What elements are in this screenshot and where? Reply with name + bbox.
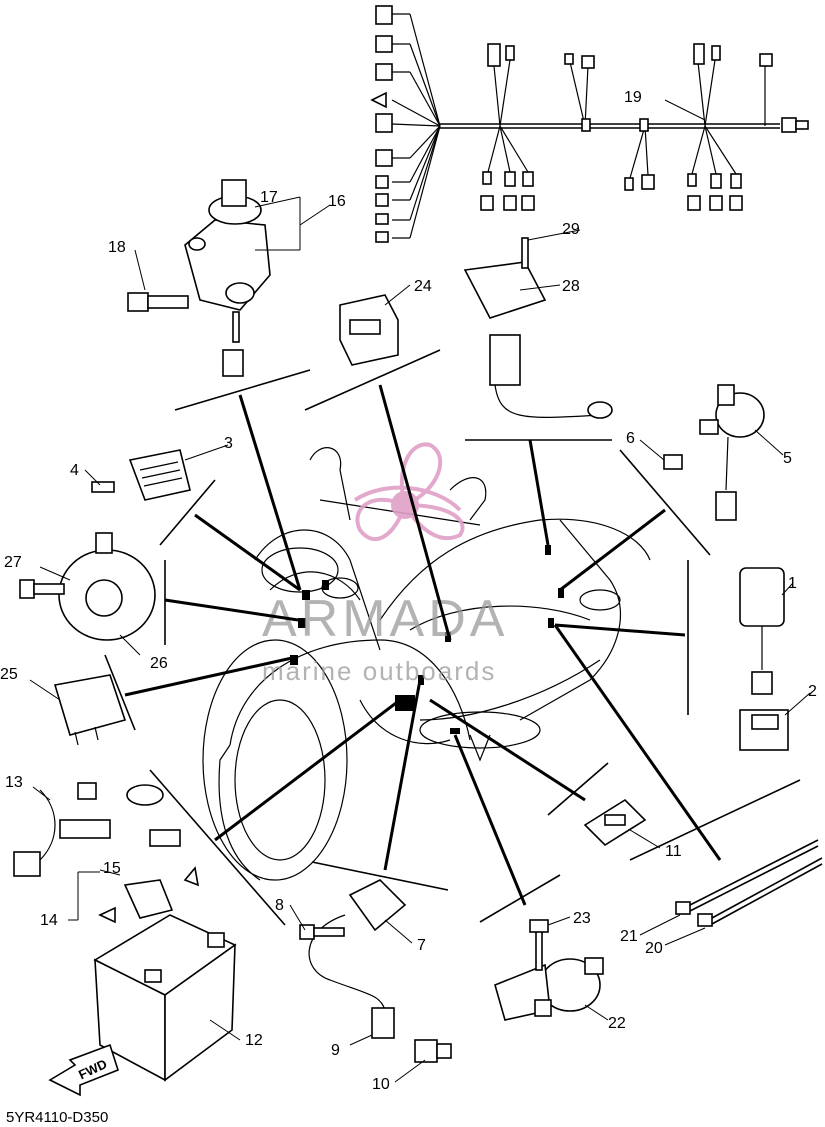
- starter-relay-5: [663, 384, 765, 521]
- callout-8: 8: [275, 897, 284, 914]
- diagram-code: 5YR4110-D350: [6, 1109, 108, 1126]
- callout-16: 16: [328, 193, 346, 210]
- callout-leads: [29, 99, 811, 1083]
- callout-11: 11: [665, 843, 682, 860]
- scooter-outline: [202, 447, 651, 881]
- watermark-brand: ARMADA: [262, 590, 508, 648]
- callout-27: 27: [4, 554, 22, 571]
- callout-2: 2: [808, 683, 817, 700]
- fwd-arrow: FWD: [48, 1043, 119, 1097]
- fuel-sender-28: [463, 237, 613, 419]
- callout-9: 9: [331, 1042, 340, 1059]
- callout-7: 7: [417, 937, 426, 954]
- callout-1: 1: [788, 575, 797, 592]
- callout-10: 10: [372, 1076, 390, 1093]
- callout-24: 24: [414, 278, 432, 295]
- bolt-18: [127, 292, 189, 312]
- callout-21: 21: [620, 928, 638, 945]
- callout-3: 3: [224, 435, 233, 452]
- cable-ties-20-21: [675, 839, 823, 927]
- callout-20: 20: [645, 940, 663, 957]
- battery-12: [93, 914, 237, 1082]
- callout-14: 14: [40, 912, 58, 929]
- callout-25: 25: [0, 666, 18, 683]
- sensor-22: [494, 919, 604, 1021]
- horn-26: [19, 532, 156, 641]
- callout-29: 29: [562, 221, 580, 238]
- watermark-tagline: marine outboards: [262, 656, 496, 686]
- ignition-coil-7: [299, 879, 452, 1063]
- armada-watermark: ARMADA marine outboards: [262, 442, 508, 686]
- callout-6: 6: [626, 430, 635, 447]
- callout-15: 15: [103, 860, 121, 877]
- assembly-leaders: [124, 384, 722, 906]
- group-brackets: [104, 349, 801, 926]
- callout-26: 26: [150, 655, 168, 672]
- callout-12: 12: [245, 1032, 263, 1049]
- clamp-11: [583, 798, 647, 847]
- relay-24: [339, 294, 399, 366]
- main-switch-16: [184, 179, 271, 377]
- callout-labels: 1 2 3 4 5 6 7 8 9 10 11 12 13 14 15 16 1…: [0, 89, 817, 1093]
- cover-2: [739, 709, 789, 751]
- callout-28: 28: [562, 278, 580, 295]
- spark-plug-cap-13: [13, 782, 181, 877]
- callout-22: 22: [608, 1015, 626, 1032]
- callout-17: 17: [260, 189, 278, 206]
- callout-4: 4: [70, 462, 79, 479]
- wire-harness: [370, 5, 809, 243]
- callout-23: 23: [573, 910, 591, 927]
- flasher-relay-1: [739, 567, 785, 695]
- switch-14: [98, 866, 200, 924]
- callout-13: 13: [5, 774, 23, 791]
- callout-19: 19: [624, 89, 642, 106]
- callout-5: 5: [783, 450, 792, 467]
- callout-18: 18: [108, 239, 126, 256]
- rectifier-3: [91, 449, 191, 501]
- relay-25: [53, 674, 127, 746]
